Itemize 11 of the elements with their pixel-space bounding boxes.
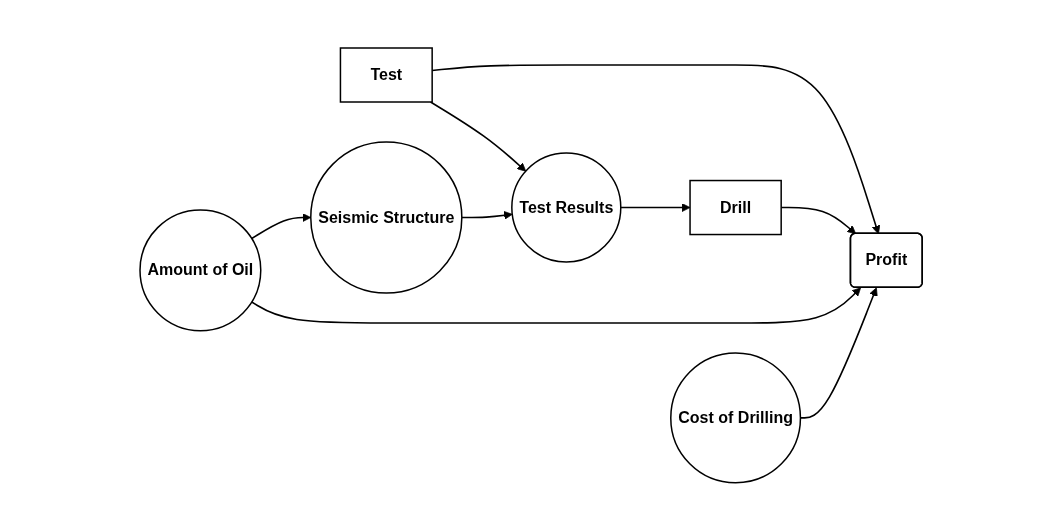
node-circle: Seismic Structure bbox=[310, 141, 463, 294]
arrow bbox=[430, 101, 527, 172]
node-circle: Test Results bbox=[511, 152, 622, 263]
node-box: Drill bbox=[689, 179, 783, 236]
arrow bbox=[251, 213, 312, 240]
node-circle: Cost of Drilling bbox=[670, 352, 802, 484]
node-box: Test bbox=[340, 47, 434, 103]
arrow bbox=[800, 287, 878, 419]
arrow bbox=[431, 64, 881, 235]
arrow bbox=[251, 287, 862, 324]
node-circle: Amount of Oil bbox=[139, 209, 262, 332]
